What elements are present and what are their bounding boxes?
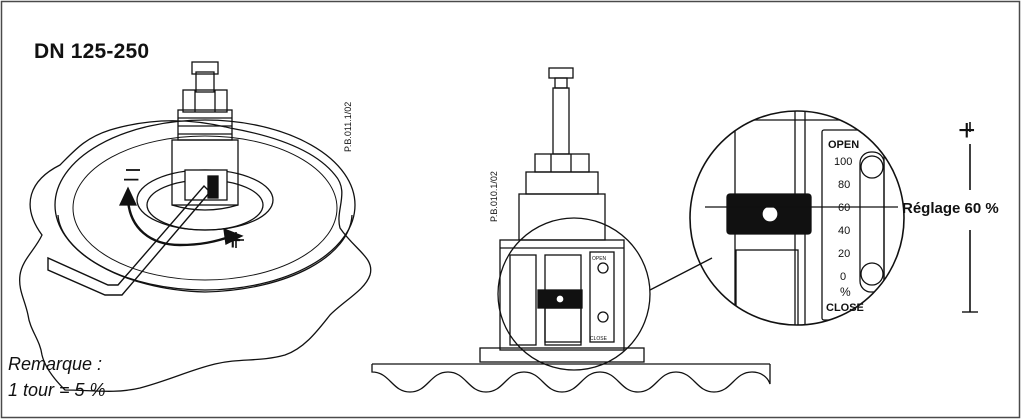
tick-80: 80 xyxy=(838,179,850,191)
figure-ref-center: P.B.010.1/02 xyxy=(489,171,499,222)
plus-symbol-left: + xyxy=(224,224,242,257)
small-open-label: OPEN xyxy=(592,256,607,262)
minus-symbol: – xyxy=(124,162,139,192)
close-label: CLOSE xyxy=(826,302,864,314)
open-label: OPEN xyxy=(828,139,859,151)
setting-label: Réglage 60 % xyxy=(902,200,999,217)
note-turn-ratio: 1 tour = 5 % xyxy=(8,380,106,400)
percent-label: % xyxy=(840,285,851,299)
plus-symbol-right: + xyxy=(958,114,976,147)
figure-ref-left: P.B.011.1/02 xyxy=(343,101,353,152)
magnified-gauge-view xyxy=(689,110,978,326)
page-title: DN 125-250 xyxy=(34,40,150,63)
tick-60: 60 xyxy=(838,202,850,214)
note-label: Remarque : xyxy=(8,354,103,374)
left-valve-illustration xyxy=(18,61,372,392)
small-close-label: CLOSE xyxy=(590,336,608,342)
tick-20: 20 xyxy=(838,248,850,260)
center-valve-illustration xyxy=(371,67,771,393)
tick-40: 40 xyxy=(838,225,850,237)
tick-100: 100 xyxy=(834,156,852,168)
tick-0: 0 xyxy=(840,271,846,283)
